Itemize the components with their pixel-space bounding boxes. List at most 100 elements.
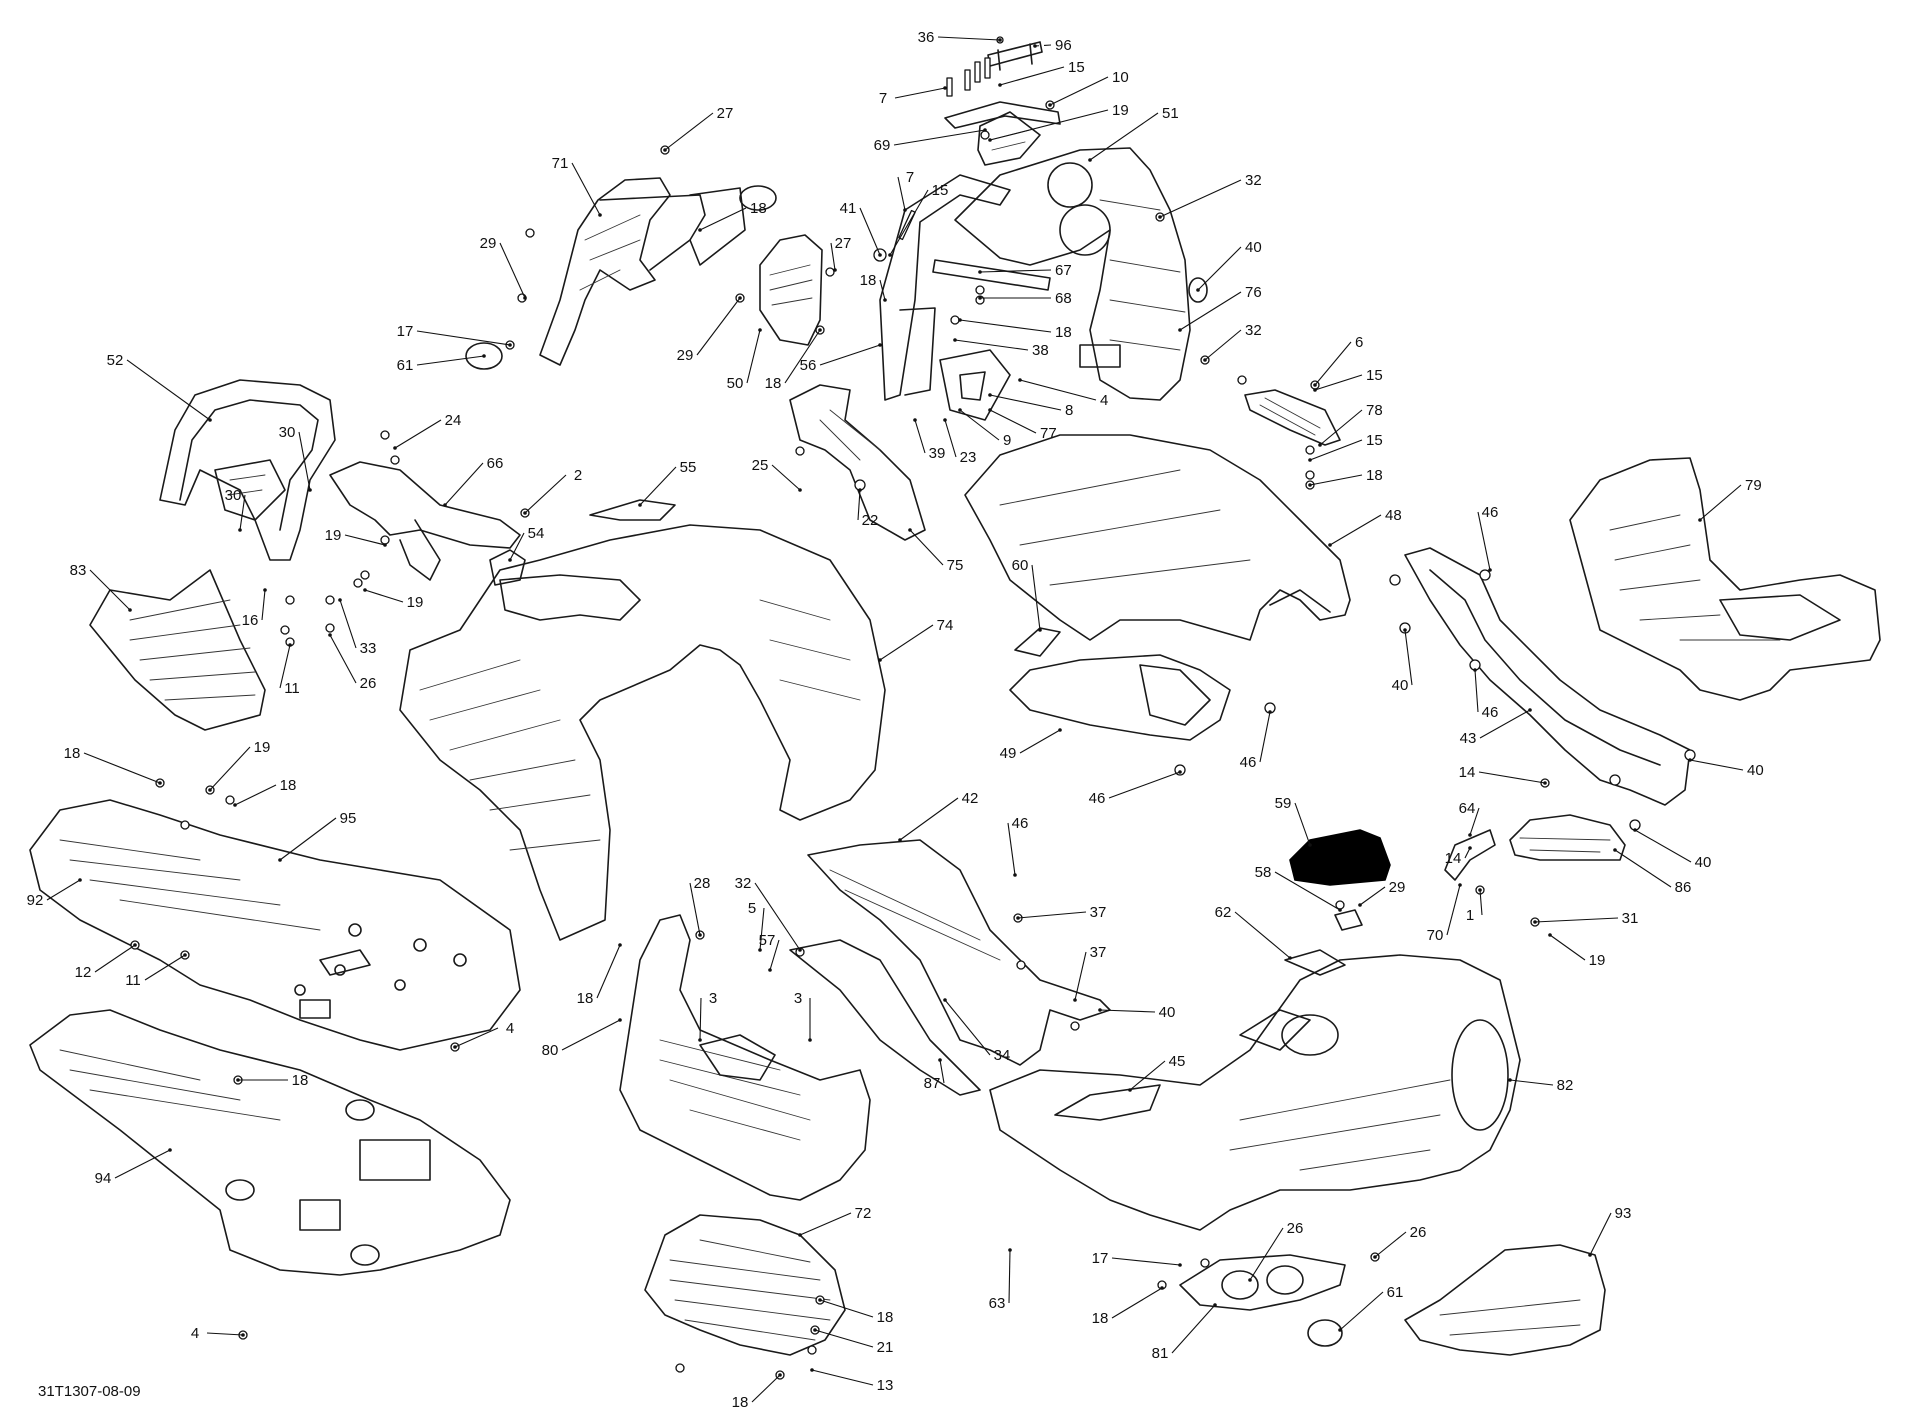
leader-c56 [819, 344, 881, 366]
callout-label: 80 [542, 1042, 559, 1059]
leader-end-c29b [738, 296, 742, 300]
leader-end-c42 [898, 838, 902, 842]
callout-label: 34 [994, 1047, 1011, 1064]
leader-c67 [979, 269, 1052, 273]
leader-end-c19e [1548, 933, 1552, 937]
callout-label: 56 [800, 357, 817, 374]
leader-c34 [944, 999, 991, 1056]
leader-c31 [1534, 917, 1619, 923]
leader-lines [46, 36, 1744, 1403]
callout-label: 3 [709, 990, 717, 1007]
leader-end-c18d [818, 328, 822, 332]
leader-c70 [1446, 884, 1461, 936]
leader-c18a [699, 207, 747, 231]
callout-label: 32 [735, 875, 752, 892]
leader-c3a [699, 997, 702, 1041]
callout-label: 60 [1012, 557, 1029, 574]
leader-c2 [524, 474, 567, 514]
leader-end-c11a [288, 643, 292, 647]
leader-end-c11b [183, 953, 187, 957]
leader-c61a [416, 355, 485, 366]
leader-end-c28 [698, 933, 702, 937]
lamp-bracket-81 [1179, 1254, 1346, 1311]
callout-label: 86 [1675, 879, 1692, 896]
leader-end-c43 [1528, 708, 1532, 712]
callout-label: 15 [1366, 367, 1383, 384]
leader-end-c24 [393, 446, 397, 450]
leader-end-c86 [1613, 848, 1617, 852]
leader-end-c66 [443, 503, 447, 507]
leader-c95 [279, 817, 337, 861]
leader-c5 [759, 907, 765, 951]
leader-c15c [1314, 374, 1363, 391]
bracket-77 [939, 349, 1011, 421]
leader-end-c19c [363, 588, 367, 592]
leader-end-c34 [943, 998, 947, 1002]
callout-label: 74 [937, 617, 954, 634]
leader-end-c51 [1088, 158, 1092, 162]
leader-end-c37b [1073, 998, 1077, 1002]
leader-c48 [1329, 514, 1382, 546]
callout-label: 18 [280, 777, 297, 794]
leader-c74 [879, 624, 934, 661]
leader-end-c23 [943, 418, 947, 422]
leader-end-c18f [158, 781, 162, 785]
leader-c46e [1007, 822, 1016, 876]
front-bumper-52 [159, 379, 336, 561]
leader-c82 [1509, 1079, 1554, 1086]
callout-label: 57 [759, 932, 776, 949]
belly-pan-94 [29, 1009, 511, 1276]
leader-c11b [144, 954, 186, 981]
leader-end-c48 [1328, 543, 1332, 547]
callout-label: 4 [506, 1020, 514, 1037]
leader-c60 [1031, 564, 1041, 631]
leader-end-c68 [978, 296, 982, 300]
leader-c8 [989, 394, 1062, 411]
leader-c46a [1477, 511, 1491, 571]
rear-cover-93 [1404, 1244, 1606, 1356]
leader-end-c40c [1688, 758, 1692, 762]
leader-end-c30a [308, 488, 312, 492]
leader-c32b [1204, 329, 1242, 361]
leader-c75 [909, 529, 944, 566]
leader-end-c95 [278, 858, 282, 862]
callout-label: 18 [64, 745, 81, 762]
leader-c37a [1017, 911, 1087, 919]
leader-c49 [1019, 729, 1061, 754]
leader-c26a [329, 634, 357, 684]
leader-c45 [1129, 1060, 1166, 1091]
leader-end-c22 [858, 488, 862, 492]
leader-end-c46a [1488, 568, 1492, 572]
leader-c40b [1404, 629, 1413, 686]
callout-label: 14 [1445, 850, 1462, 867]
leader-end-c18j [1160, 1286, 1164, 1290]
callout-label: 46 [1089, 790, 1106, 807]
cap-61b [1307, 1319, 1343, 1347]
leader-end-c57 [768, 968, 772, 972]
callout-label: 15 [1068, 59, 1085, 76]
leader-end-c56 [878, 343, 882, 347]
leader-c50 [746, 329, 761, 384]
leader-end-c18a [698, 228, 702, 232]
leader-end-c36a [998, 38, 1002, 42]
callout-label: 13 [877, 1377, 894, 1394]
leader-end-c54 [508, 558, 512, 562]
leader-end-c62 [1288, 956, 1292, 960]
callout-label: 18 [765, 375, 782, 392]
callout-label: 18 [1366, 467, 1383, 484]
leader-c40e [1099, 1009, 1156, 1013]
callout-label: 38 [1032, 342, 1049, 359]
leader-c79 [1699, 484, 1742, 521]
leader-end-c45 [1128, 1088, 1132, 1092]
leader-c26c [1374, 1231, 1407, 1258]
leader-c19d [209, 746, 251, 791]
leader-end-c26b [1248, 1278, 1252, 1282]
leader-c18l [751, 1374, 781, 1403]
leader-c18c [959, 319, 1052, 333]
leader-c40c [1689, 759, 1744, 771]
callout-label: 40 [1392, 677, 1409, 694]
leader-end-c49 [1058, 728, 1062, 732]
callout-label: 5 [748, 900, 756, 917]
leader-end-c18k [818, 1298, 822, 1302]
bracket-86 [1509, 814, 1626, 861]
